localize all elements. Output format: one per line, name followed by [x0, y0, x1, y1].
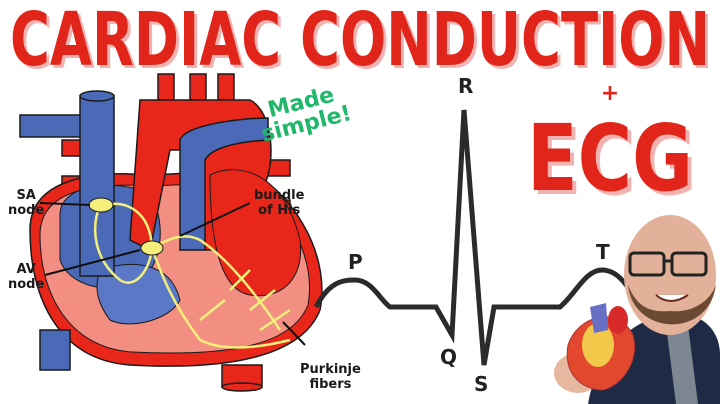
av-node-label-line1: AV: [16, 262, 36, 277]
ecg-label-t: T: [596, 240, 610, 264]
ecg-label-p: P: [348, 250, 363, 274]
purkinje-fibers-label-line1: Purkinje: [300, 362, 361, 377]
ecg-label-r: R: [458, 74, 474, 98]
purkinje-fibers-label: Purkinje fibers: [300, 362, 361, 392]
title-text: CARDIAC CONDUCTION: [10, 2, 710, 74]
plus-sign: +: [601, 81, 619, 106]
ecg-title-shadow: ECG: [531, 109, 697, 200]
sa-node-label-line1: SA: [16, 188, 36, 203]
av-node-label-line2: node: [8, 277, 45, 292]
bundle-of-his-label: bundle of His: [254, 188, 304, 218]
av-node-label: AV node: [8, 262, 44, 292]
sa-node-label-line2: node: [8, 203, 45, 218]
ecg-heading: + ECG ECG: [527, 81, 697, 200]
sa-node-label: SA node: [8, 188, 44, 218]
ecg-label-s: S: [474, 372, 489, 396]
main-title: CARDIAC CONDUCTION CARDIAC CONDUCTION: [6, 0, 718, 86]
title-shadow: CARDIAC CONDUCTION: [13, 2, 713, 74]
purkinje-fibers-label-line2: fibers: [309, 377, 352, 392]
ecg-label-q: Q: [440, 345, 458, 369]
heart-diagram: [19, 73, 323, 392]
bundle-of-his-label-line1: bundle: [254, 188, 305, 203]
bundle-of-his-label-line2: of His: [258, 203, 301, 218]
ecg-title-text: ECG: [527, 105, 693, 200]
presenter-photo: [554, 215, 720, 404]
